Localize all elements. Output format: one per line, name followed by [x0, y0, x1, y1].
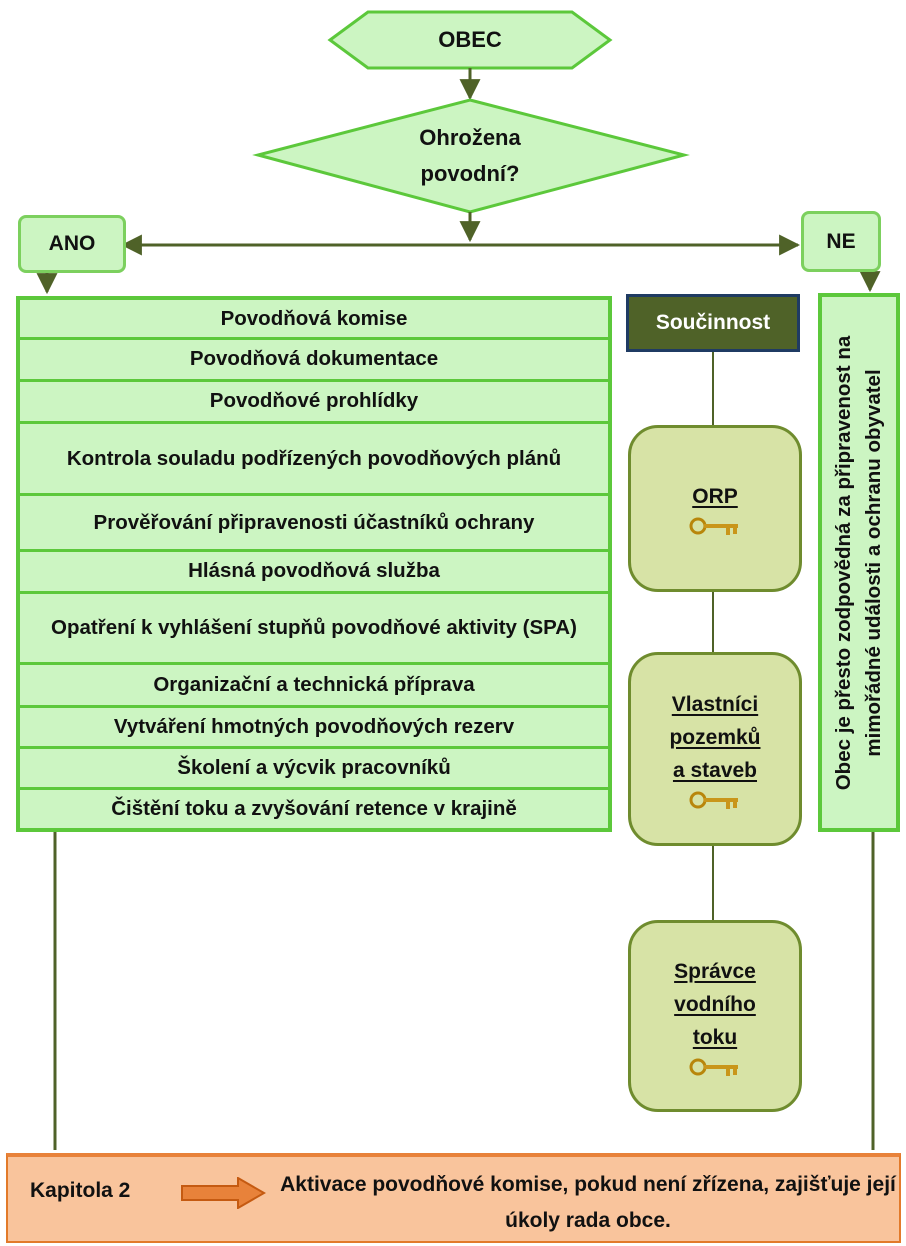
task-item: Hlásná povodňová služba	[20, 552, 608, 591]
chapter-label: Kapitola 2	[30, 1179, 131, 1202]
task-item: Povodňové prohlídky	[20, 381, 608, 422]
task-item: Opatření k vyhlášení stupňů povodňové ak…	[20, 593, 608, 663]
party-label: ORP	[692, 485, 738, 508]
task-item: Povodňová dokumentace	[20, 340, 608, 379]
yes-branch-label: ANO	[48, 232, 96, 255]
task-item: Čištění toku a zvyšování retence v kraji…	[20, 790, 608, 828]
key-icon	[689, 791, 738, 809]
no-branch-note: Obec je přesto zodpovědná za připravenos…	[832, 335, 885, 790]
task-item: Organizační a technická příprava	[20, 665, 608, 705]
no-branch-label: NE	[826, 229, 856, 253]
task-item: Prověřování připravenosti účastníků ochr…	[20, 495, 608, 550]
start-hexagon	[327, 10, 613, 70]
task-list: Povodňová komise Povodňová dokumentace P…	[16, 296, 612, 832]
yes-branch-tag: ANO	[18, 215, 126, 273]
cooperation-party-owners: Vlastníci pozemků a staveb	[628, 652, 802, 846]
decision-label: Ohrožena povodní?	[419, 125, 521, 186]
task-item: Povodňová komise	[20, 300, 608, 338]
cooperation-header: Součinnost	[626, 294, 800, 352]
key-icon	[689, 517, 738, 535]
cooperation-party-river-manager: Správce vodního toku	[628, 920, 802, 1112]
key-icon	[689, 1058, 738, 1076]
task-item: Vytváření hmotných povodňových rezerv	[20, 707, 608, 746]
cooperation-party-orp: ORP	[628, 425, 802, 592]
party-label: Vlastníci pozemků a staveb	[669, 692, 761, 782]
no-branch-box: Obec je přesto zodpovědná za připravenos…	[818, 293, 900, 832]
no-branch-tag: NE	[801, 211, 881, 272]
task-item: Kontrola souladu podřízených povodňových…	[20, 424, 608, 493]
right-arrow-icon	[181, 1177, 266, 1209]
party-label: Správce vodního toku	[674, 959, 756, 1049]
start-label: OBEC	[438, 27, 502, 52]
footer-box: Kapitola 2 Aktivace povodňové komise, po…	[6, 1153, 901, 1243]
footer-text: Aktivace povodňové komise, pokud není zř…	[280, 1173, 896, 1232]
task-item: Školení a výcvik pracovníků	[20, 748, 608, 788]
